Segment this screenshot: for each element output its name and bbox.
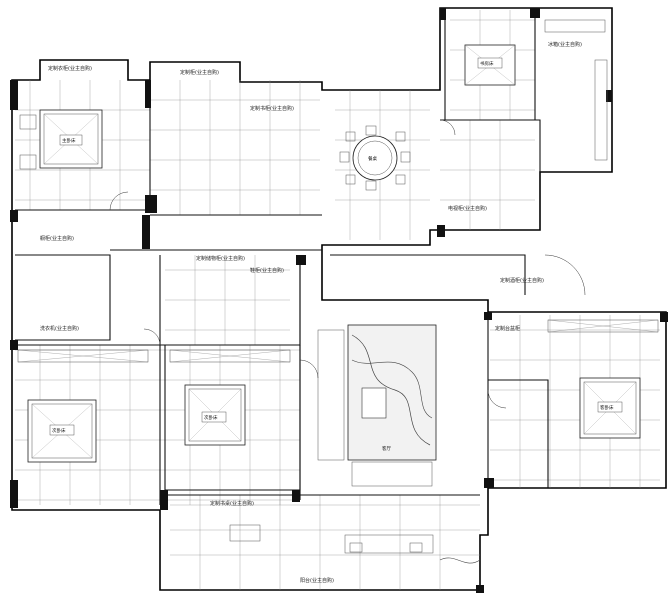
columns — [10, 8, 668, 593]
bedroom-mid: 次卧床 — [169, 349, 291, 446]
dining-area: 餐桌 — [339, 125, 411, 191]
bed-sw-tag: 次卧床 — [52, 427, 66, 434]
living-area: 客厅 — [317, 324, 437, 487]
bedroom-nw: 主卧床 — [19, 109, 103, 170]
note-shoe: 鞋柜(业主自购) — [250, 267, 284, 274]
note-kitchen: 橱柜(业主自购) — [40, 235, 74, 242]
note-bookcase: 定制书柜(业主自购) — [250, 105, 294, 112]
dining-tag: 餐桌 — [368, 155, 377, 162]
annotation-labels: 定制衣柜(业主自购) 定制柜(业主自购) 定制书柜(业主自购) 橱柜(业主自购)… — [40, 41, 582, 507]
bedroom-ne: 书房床 — [464, 19, 608, 161]
bedroom-sw: 次卧床 — [17, 349, 149, 463]
bedroom-e: 客卧床 — [547, 319, 659, 439]
bed-mid-tag: 次卧床 — [204, 414, 218, 421]
note-tv: 电视柜(业主自购) — [448, 205, 487, 212]
note-fridge: 冰箱(业主自购) — [548, 41, 582, 48]
note-washer: 洗衣机(业主自购) — [40, 325, 79, 332]
note-cabinet: 定制柜(业主自购) — [180, 69, 219, 76]
note-wardrobe: 定制衣柜(业主自购) — [48, 65, 92, 72]
bed-nw-tag: 主卧床 — [62, 137, 76, 144]
living-tag: 客厅 — [382, 445, 391, 452]
note-desk: 定制书桌(业主自购) — [210, 500, 254, 507]
note-basin: 定制台盆柜 — [495, 325, 520, 332]
bed-e-tag: 客卧床 — [600, 404, 614, 411]
bed-ne-tag: 书房床 — [480, 60, 494, 67]
door-swings — [109, 119, 586, 409]
note-wine: 定制酒柜(业主自购) — [500, 277, 544, 284]
note-storage: 定制储物柜(业主自购) — [196, 255, 245, 262]
balcony-note: 阳台(业主自购) — [300, 577, 334, 584]
balcony-south: 阳台(业主自购) — [229, 524, 481, 584]
